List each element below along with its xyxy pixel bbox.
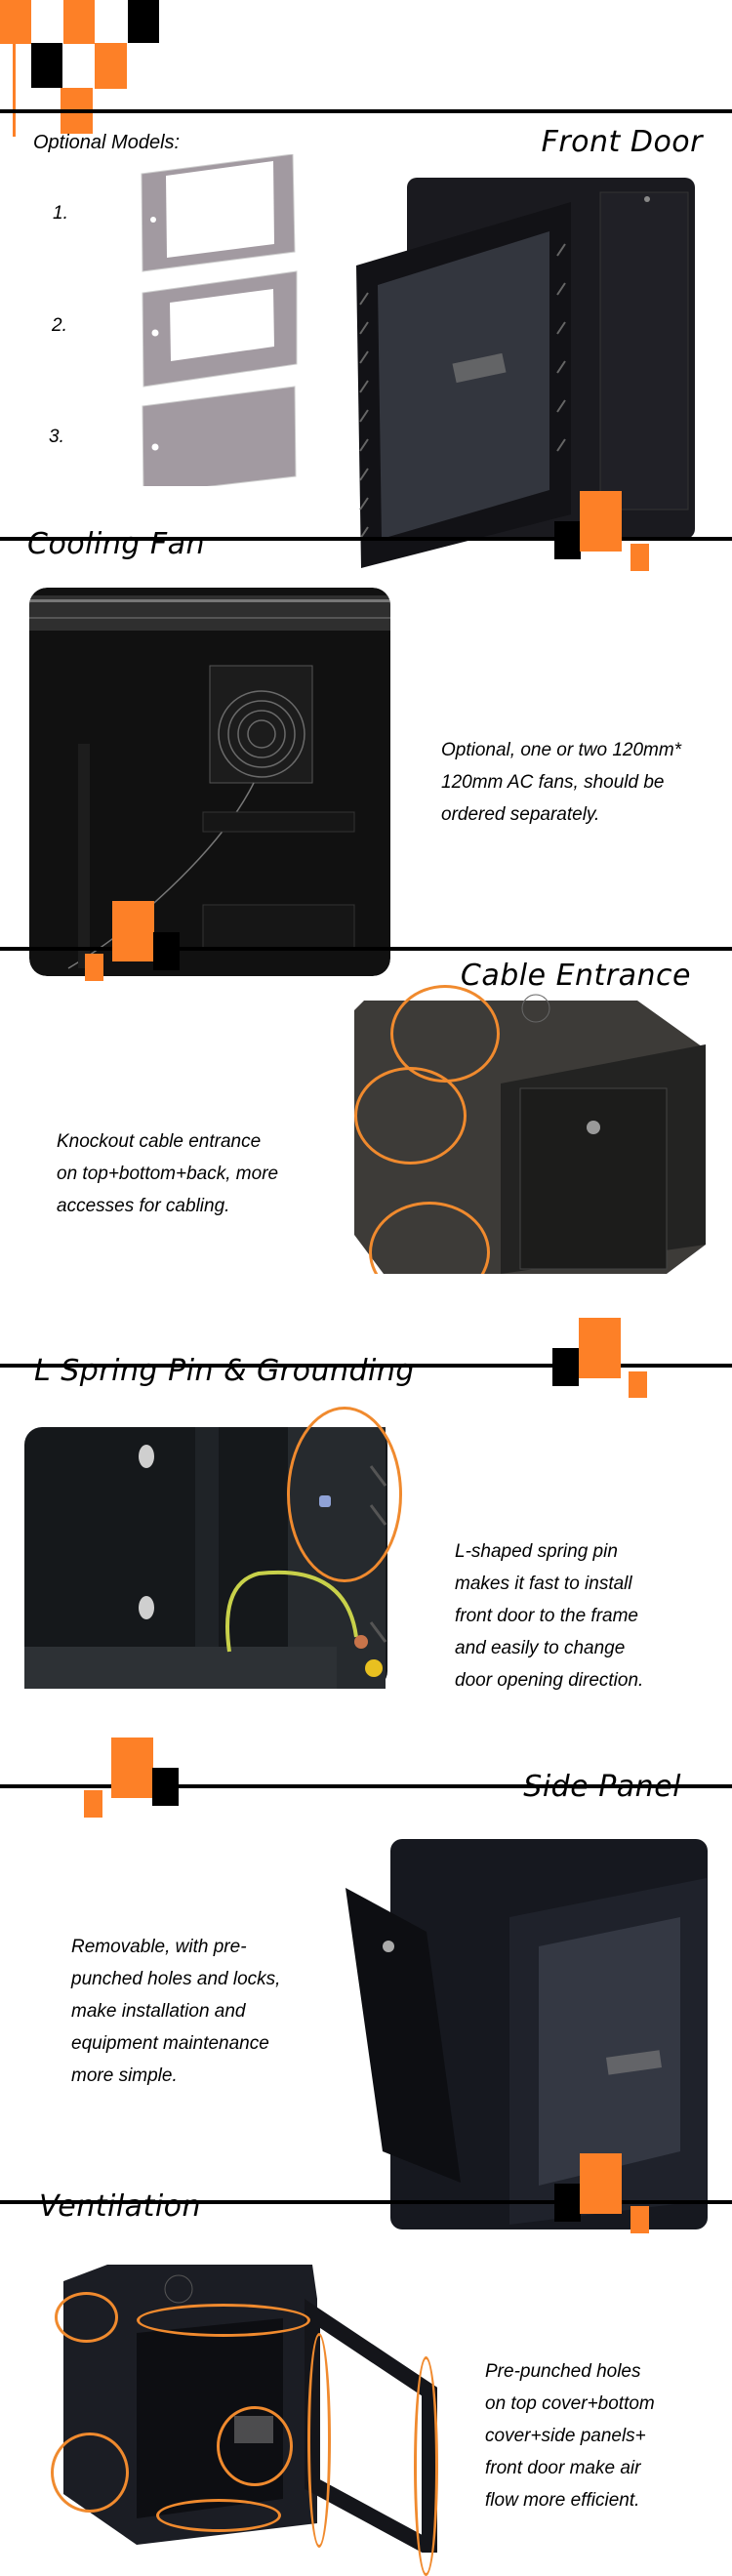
door-model-options-image <box>141 154 298 486</box>
section-divider <box>0 537 732 541</box>
section-title: Side Panel <box>523 1770 681 1804</box>
highlight-ring <box>55 2292 118 2343</box>
side-panel-cabinet-image <box>346 1839 708 2229</box>
decor-square <box>554 521 581 559</box>
highlight-ring <box>137 2304 310 2337</box>
decor-square <box>152 1768 179 1806</box>
section-title: Ventilation <box>39 2189 202 2224</box>
highlight-ring <box>217 2406 293 2486</box>
section-title: Cable Entrance <box>460 959 691 993</box>
model-number: 2. <box>52 315 67 336</box>
section-title: Front Door <box>541 125 703 159</box>
decor-square <box>552 1348 579 1386</box>
decor-square <box>579 1318 621 1378</box>
model-number: 3. <box>49 427 64 447</box>
section-divider <box>0 2200 732 2204</box>
decor-square <box>31 43 62 88</box>
decor-square <box>0 0 31 44</box>
ventilation-image <box>49 2260 439 2553</box>
section-description: Pre-punched holes on top cover+bottom co… <box>485 2361 655 2511</box>
section-description: Knockout cable entrance on top+bottom+ba… <box>57 1131 279 1216</box>
decor-square <box>84 1790 102 1818</box>
decor-square <box>580 2153 622 2214</box>
front-door-cabinet-image <box>356 178 695 568</box>
decor-square <box>95 43 127 89</box>
model-number: 1. <box>53 203 68 224</box>
decor-square <box>153 932 180 970</box>
decor-square <box>112 901 154 961</box>
section-title: Cooling Fan <box>27 527 206 561</box>
decor-square <box>630 544 649 571</box>
highlight-ring <box>156 2499 281 2532</box>
section-title: L Spring Pin & Grounding <box>34 1354 415 1388</box>
highlight-ring <box>354 1067 467 1165</box>
decor-square <box>554 2184 581 2222</box>
section-description: Optional, one or two 120mm* 120mm AC fan… <box>441 740 682 825</box>
decor-square <box>63 0 95 44</box>
section-description: Removable, with pre- punched holes and l… <box>71 1937 281 2086</box>
section-divider <box>0 1784 732 1788</box>
decor-square <box>580 491 622 552</box>
highlight-ring <box>51 2433 129 2513</box>
section-divider <box>0 1364 732 1368</box>
highlight-ring <box>307 2333 331 2548</box>
cable-entrance-image <box>345 981 708 1274</box>
decor-bar <box>13 39 16 137</box>
decor-square <box>630 2206 649 2233</box>
section-divider <box>0 947 732 951</box>
decor-square <box>128 0 159 43</box>
decor-square <box>111 1738 153 1798</box>
highlight-ring <box>414 2356 438 2576</box>
optional-models-label: Optional Models: <box>33 132 181 153</box>
decor-square <box>85 954 103 981</box>
section-divider <box>0 109 732 113</box>
decor-square <box>629 1371 647 1398</box>
cooling-fan-image <box>29 588 390 976</box>
section-description: L-shaped spring pin makes it fast to ins… <box>455 1541 644 1691</box>
highlight-ring <box>287 1407 402 1582</box>
